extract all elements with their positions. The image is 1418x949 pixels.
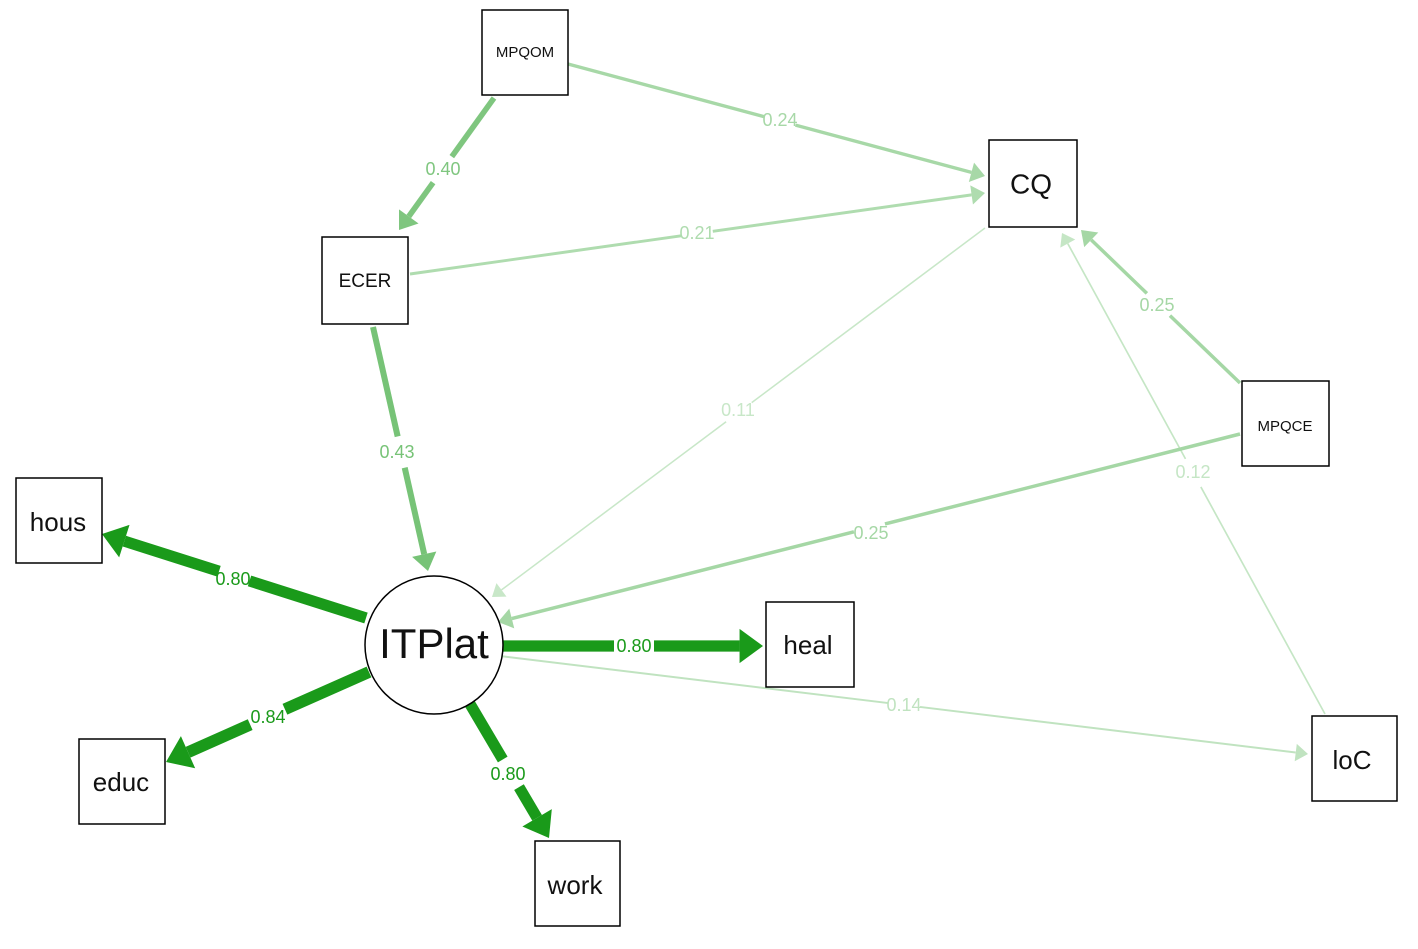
- edge-itplat-work: 0.80: [465, 701, 552, 838]
- node-mpqom: MPQOM: [481, 9, 569, 96]
- edge-itplat-heal: 0.80: [500, 628, 763, 664]
- edge-arrowhead: [498, 608, 515, 629]
- edge-line: [449, 96, 497, 159]
- edges-layer: 0.24 0.40 0.21 0.25 0.12 0.11 0.43 0.25 …: [102, 62, 1326, 838]
- edge-itplat-educ: 0.84: [166, 666, 372, 769]
- edge-mpqom-ecer: 0.40: [398, 96, 497, 230]
- edge-arrowhead: [1081, 230, 1099, 248]
- edge-line: [884, 432, 1241, 526]
- edge-arrowhead: [492, 583, 507, 597]
- node-mpqce: MPQCE: [1241, 380, 1330, 467]
- edge-itplat-loc: 0.14: [499, 655, 1308, 762]
- node-label: educ: [93, 767, 149, 797]
- node-label: heal: [783, 630, 832, 660]
- edge-line: [499, 655, 889, 705]
- edge-ecer-cq: 0.21: [409, 185, 985, 276]
- edge-line: [465, 701, 508, 763]
- edge-weight-label: 0.11: [721, 400, 755, 420]
- edge-arrowhead: [1060, 233, 1076, 248]
- node-heal: heal: [765, 601, 855, 688]
- edge-arrowhead: [166, 736, 196, 769]
- edge-line: [1090, 238, 1149, 295]
- edge-line: [712, 193, 972, 233]
- node-educ: educ: [78, 738, 166, 825]
- node-ecer: ECER: [321, 236, 409, 325]
- edge-arrowhead: [522, 809, 552, 838]
- edge-weight-label: 0.25: [1139, 295, 1174, 315]
- node-label: hous: [30, 507, 86, 537]
- edge-weight-label: 0.40: [425, 159, 460, 179]
- node-label: work: [547, 870, 604, 900]
- edge-line: [501, 421, 727, 591]
- edge-line: [282, 666, 372, 715]
- node-label: loC: [1332, 745, 1371, 775]
- edge-arrowhead: [968, 162, 985, 183]
- edge-arrowhead: [970, 185, 985, 205]
- edge-weight-label: 0.12: [1175, 462, 1210, 482]
- edge-arrowhead: [398, 209, 419, 230]
- edge-weight-label: 0.80: [490, 764, 525, 784]
- edge-line: [401, 467, 428, 555]
- edge-line: [919, 705, 1296, 754]
- node-itplat: ITPlat: [364, 575, 504, 715]
- edge-line: [406, 180, 436, 219]
- node-work: work: [534, 840, 621, 927]
- edge-line: [247, 575, 368, 624]
- edge-line: [1168, 314, 1242, 385]
- edge-arrowhead: [412, 551, 437, 571]
- edge-line: [514, 784, 542, 821]
- edge-line: [567, 62, 765, 119]
- edge-mpqce-cq: 0.25: [1081, 230, 1242, 385]
- edge-weight-label: 0.21: [679, 223, 714, 243]
- node-label: ECER: [339, 271, 392, 292]
- nodes-layer: MPQOM CQ ECER MPQCE hous heal loC educ: [15, 9, 1398, 927]
- edge-weight-label: 0.14: [886, 695, 921, 715]
- edge-arrowhead: [739, 628, 763, 664]
- edge-line: [511, 530, 855, 621]
- edge-ecer-itplat: 0.43: [370, 326, 437, 571]
- edge-weight-label: 0.24: [762, 110, 797, 130]
- edge-line: [795, 123, 972, 174]
- edge-line: [185, 719, 253, 758]
- edge-weight-label: 0.43: [379, 442, 414, 462]
- edge-arrowhead: [102, 524, 130, 558]
- node-label: CQ: [1010, 168, 1052, 199]
- edge-weight-label: 0.25: [853, 523, 888, 543]
- edge-itplat-hous: 0.80: [102, 524, 368, 624]
- edge-line: [1067, 243, 1187, 460]
- edge-weight-label: 0.84: [250, 707, 285, 727]
- node-label: MPQOM: [496, 44, 554, 61]
- edge-arrowhead: [1294, 743, 1308, 762]
- node-loc: loC: [1311, 715, 1398, 802]
- edge-mpqce-itplat: 0.25: [498, 432, 1241, 629]
- node-label: MPQCE: [1257, 418, 1312, 435]
- edge-weight-label: 0.80: [616, 636, 651, 656]
- edge-line: [370, 326, 401, 438]
- edge-line: [409, 234, 682, 276]
- edge-line: [122, 535, 221, 577]
- edge-weight-label: 0.80: [215, 569, 250, 589]
- edge-mpqom-cq: 0.24: [567, 62, 985, 183]
- node-label: ITPlat: [379, 620, 489, 667]
- edge-loc-cq: 0.12: [1060, 233, 1326, 715]
- edge-line: [751, 227, 986, 404]
- edge-line: [1200, 486, 1326, 715]
- node-cq: CQ: [988, 139, 1078, 228]
- edge-cq-itplat: 0.11: [492, 227, 986, 597]
- node-hous: hous: [15, 477, 103, 564]
